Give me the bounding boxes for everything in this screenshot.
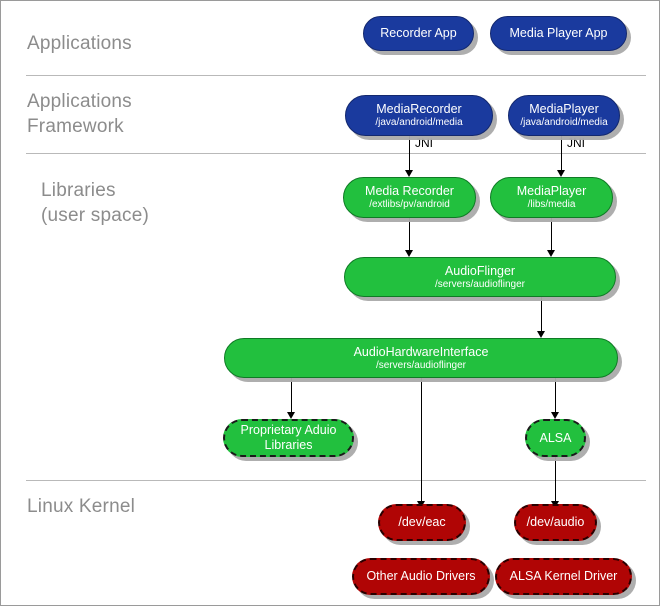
edge-label-jni-player: JNI (567, 136, 585, 150)
node-dev-eac[interactable]: /dev/eac (378, 504, 466, 541)
node-media-player-app-title: Media Player App (509, 26, 608, 40)
node-dev-eac-title: /dev/eac (398, 515, 446, 529)
node-audioflinger-path: /servers/audioflinger (434, 278, 526, 290)
divider-applications (26, 75, 646, 76)
connector-alsa-dev-audio (555, 456, 556, 505)
node-mediaplayer-lib[interactable]: MediaPlayer /libs/media (490, 177, 613, 218)
node-media-player-app[interactable]: Media Player App (490, 16, 627, 51)
node-alsa-kernel-driver-title: ALSA Kernel Driver (509, 569, 618, 583)
arrowhead-audioflinger-audiohardwareinterface (537, 331, 545, 338)
node-proprietary-audio-libs[interactable]: Proprietary Aduio Libraries (223, 419, 354, 457)
node-dev-audio[interactable]: /dev/audio (514, 504, 597, 541)
layer-label-applications: Applications (27, 33, 132, 54)
node-audiohardwareinterface-title: AudioHardwareInterface (353, 344, 489, 359)
node-recorder-app[interactable]: Recorder App (363, 16, 474, 51)
node-mediarecorder-framework[interactable]: MediaRecorder /java/android/media (345, 95, 493, 136)
node-mediarecorder-framework-title: MediaRecorder (376, 102, 462, 116)
node-other-audio-drivers[interactable]: Other Audio Drivers (352, 558, 490, 595)
node-proprietary-audio-libs-title: Proprietary Aduio (240, 423, 337, 437)
connector-ahi-proprietary (291, 378, 292, 415)
arrowhead-mediarecorder-jni (405, 170, 413, 177)
node-other-audio-drivers-title: Other Audio Drivers (366, 569, 476, 583)
node-audioflinger-title: AudioFlinger (444, 263, 516, 278)
node-mediarecorder-framework-path: /java/android/media (375, 117, 463, 128)
node-mediaplayer-framework[interactable]: MediaPlayer /java/android/media (508, 95, 620, 136)
node-proprietary-audio-libs-subtitle: Libraries (264, 438, 313, 452)
node-dev-audio-title: /dev/audio (526, 515, 585, 529)
layer-label-libraries: Libraries (user space) (41, 180, 149, 226)
node-audiohardwareinterface[interactable]: AudioHardwareInterface /servers/audiofli… (224, 338, 618, 378)
node-mediaplayer-framework-path: /java/android/media (520, 117, 608, 128)
node-media-recorder-lib-path: /extlibs/pv/android (369, 199, 450, 210)
node-media-recorder-lib-title: Media Recorder (365, 184, 454, 198)
node-media-recorder-lib[interactable]: Media Recorder /extlibs/pv/android (343, 177, 476, 218)
node-audiohardwareinterface-path: /servers/audioflinger (375, 359, 467, 371)
layer-label-applications-framework: Applications Framework (27, 91, 132, 137)
node-alsa-kernel-driver[interactable]: ALSA Kernel Driver (495, 558, 632, 595)
arrowhead-ahi-alsa (551, 412, 559, 419)
arrowhead-mediaplayer-audioflinger (547, 250, 555, 257)
arrowhead-mediaplayer-jni (557, 170, 565, 177)
connector-ahi-alsa (555, 378, 556, 415)
connector-mediarecorder-jni (409, 136, 410, 174)
divider-framework (26, 153, 646, 154)
node-mediaplayer-framework-title: MediaPlayer (529, 102, 599, 116)
arrowhead-mediarecorder-audioflinger (405, 250, 413, 257)
node-mediaplayer-lib-path: /libs/media (527, 199, 576, 210)
node-recorder-app-title: Recorder App (380, 26, 457, 40)
connector-mediaplayer-jni (561, 136, 562, 174)
connector-mediarecorder-audioflinger (409, 218, 410, 254)
node-alsa-title: ALSA (539, 430, 572, 445)
layer-label-linux-kernel: Linux Kernel (27, 496, 136, 517)
divider-linux-kernel (26, 480, 646, 481)
connector-ahi-dev-eac (421, 378, 422, 505)
edge-label-jni-recorder: JNI (415, 136, 433, 150)
connector-mediaplayer-audioflinger (551, 218, 552, 254)
node-mediaplayer-lib-title: MediaPlayer (516, 184, 587, 198)
arrowhead-ahi-proprietary (287, 412, 295, 419)
node-alsa[interactable]: ALSA (525, 419, 586, 457)
connector-audioflinger-audiohardwareinterface (541, 297, 542, 335)
node-audioflinger[interactable]: AudioFlinger /servers/audioflinger (344, 257, 616, 297)
